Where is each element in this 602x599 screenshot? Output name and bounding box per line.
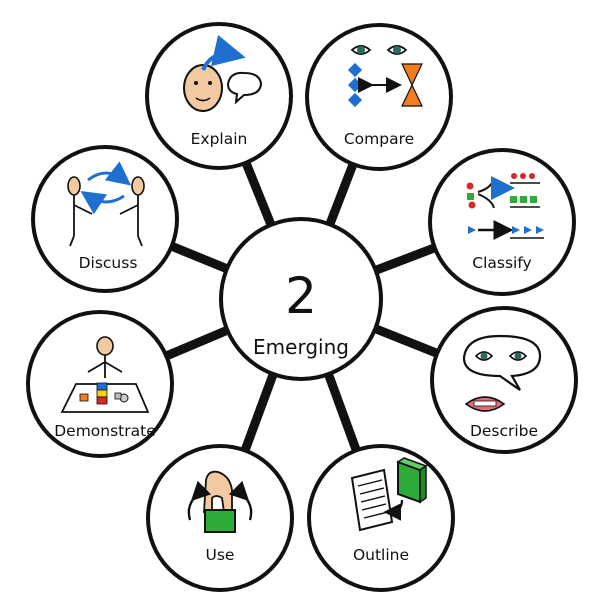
- node-label-describe: Describe: [470, 422, 538, 440]
- outline-document-book-icon: [350, 457, 428, 532]
- demonstrate-person-blocks-icon: [60, 336, 150, 413]
- node-label-outline: Outline: [353, 546, 409, 564]
- use-hand-block-icon: [187, 470, 253, 533]
- node-label-explain: Explain: [191, 130, 248, 148]
- node-discuss: Discuss: [31, 145, 179, 293]
- center-node: 2 Emerging: [219, 217, 383, 381]
- node-describe: Describe: [430, 306, 578, 454]
- compare-eyes-shapes-icon: [347, 45, 423, 108]
- node-demonstrate: Demonstrate: [26, 310, 174, 458]
- center-label: Emerging: [253, 335, 349, 359]
- node-label-discuss: Discuss: [79, 254, 138, 272]
- node-label-use: Use: [206, 546, 235, 564]
- center-number: 2: [285, 267, 317, 325]
- node-label-demonstrate: Demonstrate: [54, 422, 156, 440]
- explain-face-speech-icon: [183, 34, 263, 112]
- node-compare: Compare: [305, 23, 453, 171]
- node-outline: Outline: [307, 444, 455, 592]
- node-label-classify: Classify: [472, 254, 531, 272]
- classify-sorting-icon: [466, 173, 544, 240]
- node-classify: Classify: [428, 148, 576, 296]
- center-circle: [219, 217, 383, 381]
- node-explain: Explain: [145, 22, 293, 170]
- describe-eyes-mouth-icon: [462, 334, 542, 412]
- node-use: Use: [146, 444, 294, 592]
- node-label-compare: Compare: [344, 130, 414, 148]
- discuss-two-people-icon: [67, 161, 145, 247]
